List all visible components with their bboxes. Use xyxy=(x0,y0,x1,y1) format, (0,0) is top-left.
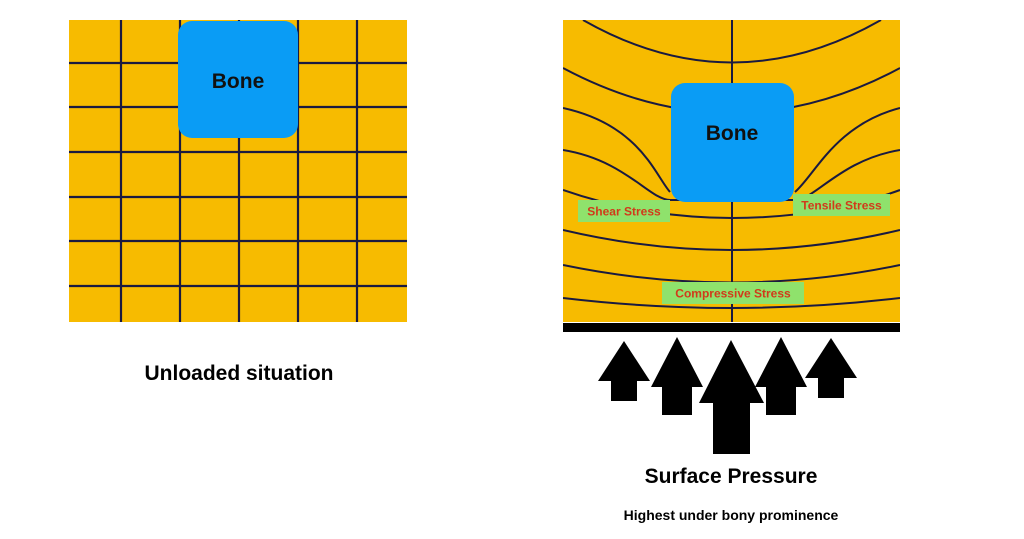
shear-stress-tag: Shear Stress xyxy=(578,200,670,222)
unloaded-caption: Unloaded situation xyxy=(145,362,334,385)
arrow-4 xyxy=(755,337,807,415)
pressure-arrows xyxy=(598,337,857,454)
unloaded-bone-label: Bone xyxy=(212,70,265,93)
loaded-bone-label: Bone xyxy=(706,122,759,145)
compressive-stress-tag: Compressive Stress xyxy=(662,282,804,304)
unloaded-panel: Bone Unloaded situation xyxy=(69,20,407,385)
loaded-bone xyxy=(671,83,794,202)
pressure-subtitle: Highest under bony prominence xyxy=(624,507,839,523)
arrow-3 xyxy=(699,340,764,454)
arrow-1 xyxy=(598,341,650,401)
loaded-panel: Bone Shear Stress Tensile Stress Compres… xyxy=(563,20,900,523)
tensile-stress-tag: Tensile Stress xyxy=(793,194,890,216)
svg-text:Shear Stress: Shear Stress xyxy=(587,205,661,219)
arrow-2 xyxy=(651,337,703,415)
pressure-title: Surface Pressure xyxy=(645,465,818,488)
unloaded-bone xyxy=(178,21,298,138)
svg-text:Tensile Stress: Tensile Stress xyxy=(801,199,882,213)
svg-text:Compressive Stress: Compressive Stress xyxy=(675,287,791,301)
support-surface xyxy=(563,323,900,332)
arrow-5 xyxy=(805,338,857,398)
